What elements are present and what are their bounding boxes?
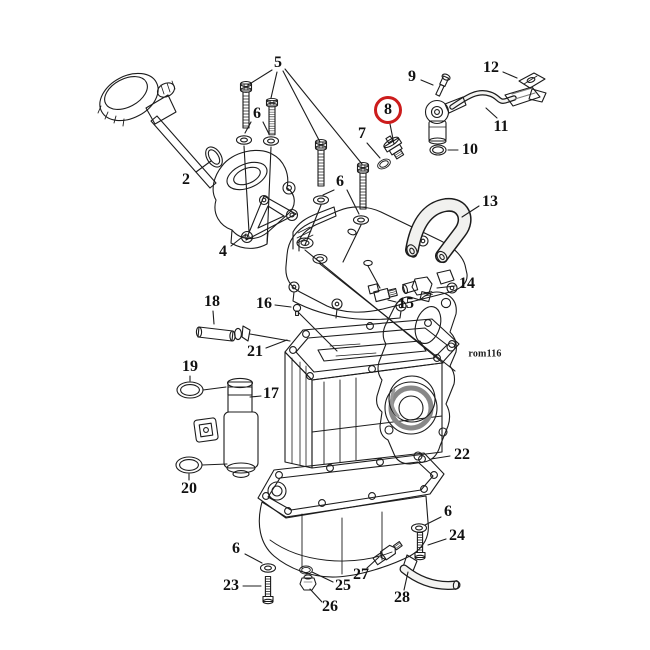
side-plate-drawing [376, 291, 457, 465]
elbow-fitting-drawing [402, 276, 433, 303]
filter-orings-drawing [175, 381, 204, 474]
oil-pan-drawing [257, 452, 445, 578]
oil-filter-drawing [193, 377, 259, 478]
crankcase-drawing [284, 318, 460, 469]
dipstick-drawing [97, 72, 217, 189]
small-hose-drawing [195, 325, 251, 342]
sensor-oring-drawing [429, 144, 447, 156]
breather-hose-drawing [405, 197, 472, 264]
assembly-lines [201, 145, 456, 466]
sensor-bolt-drawing [435, 73, 451, 97]
fitting-oring-drawing [375, 156, 393, 172]
vent-fitting-drawing [383, 135, 405, 160]
cable-clip-drawing [518, 72, 546, 89]
mount-bolts-drawing [235, 80, 370, 225]
top-cover-drawing [285, 206, 468, 320]
position-sensor-drawing [424, 86, 547, 145]
screw-drawing [292, 303, 302, 317]
switch-drawing [367, 283, 398, 303]
filler-oring-drawing [205, 146, 223, 168]
bracket-drawing [240, 194, 299, 244]
filler-neck-drawing [212, 149, 296, 249]
bottom-hardware-drawing [259, 523, 461, 605]
watermark-text: rom116 [468, 348, 502, 360]
leader-lines [188, 68, 518, 603]
